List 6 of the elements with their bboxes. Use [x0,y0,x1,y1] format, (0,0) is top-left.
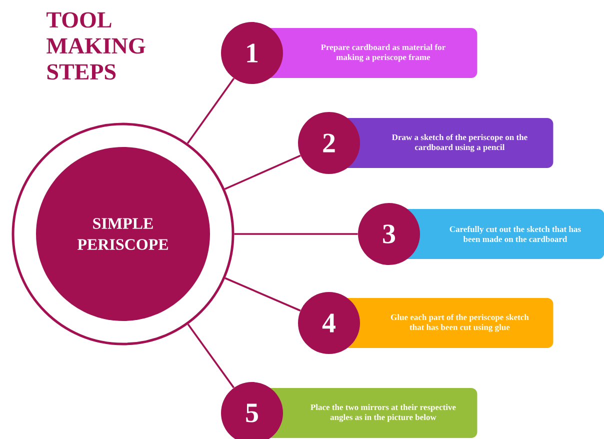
connector-line [224,154,301,190]
title: TOOL MAKING STEPS [46,12,146,80]
connector-line [187,324,234,388]
connector-line [234,233,358,235]
connector-line [224,277,301,312]
connector-line [186,78,235,144]
